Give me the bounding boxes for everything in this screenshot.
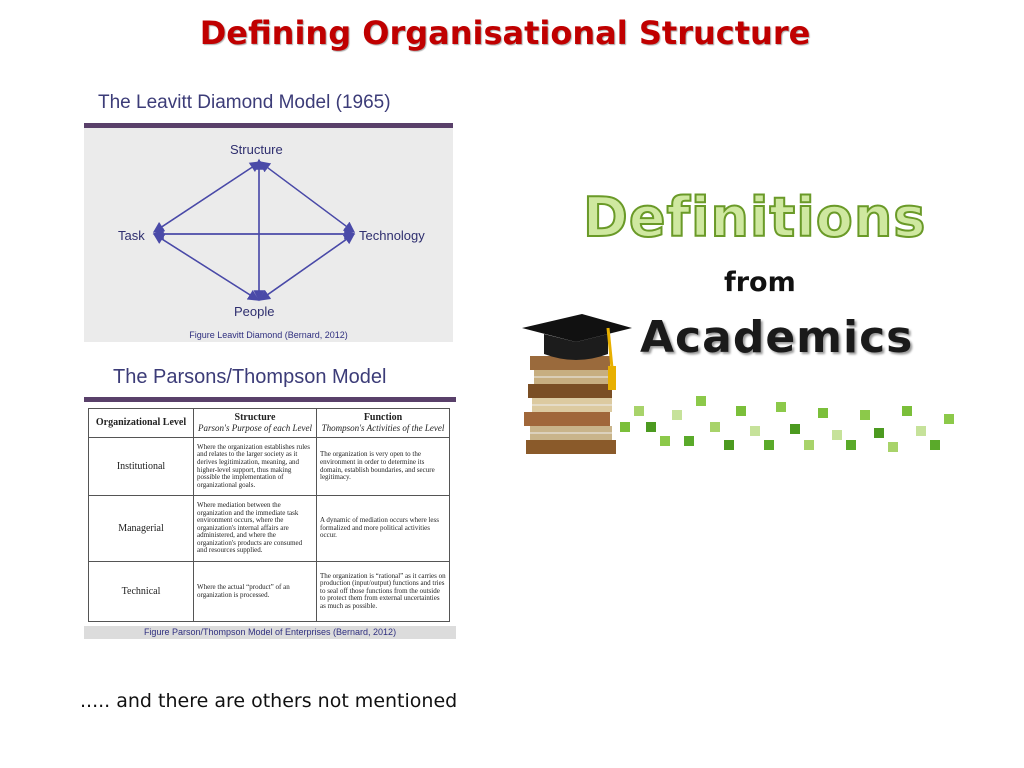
arrow-people-technology [259,233,356,301]
row-function: The organization is very open to the env… [316,437,450,496]
parsons-caption: Figure Parson/Thompson Model of Enterpri… [84,626,456,639]
arrow-technology-structure [258,161,355,233]
table-row: Managerial Where mediation between the o… [88,495,450,562]
row-level: Technical [88,561,194,622]
row-structure: Where mediation between the organization… [193,495,317,562]
book-stack-icon [524,356,616,454]
slide-title: Defining Organisational Structure [199,14,811,52]
table-row: Institutional Where the organization est… [88,437,450,496]
row-structure: Where the actual “product” of an organiz… [193,561,317,622]
footnote-text: ..... and there are others not mentioned [80,690,458,712]
header-structure-sub: Parson's Purpose of each Level [198,423,312,433]
node-structure: Structure [230,142,283,157]
parsons-title: The Parsons/Thompson Model [113,366,387,388]
node-task: Task [118,228,145,243]
parsons-table: Organizational Level Structure Parson's … [88,408,450,622]
green-mosaic-pattern [620,396,954,452]
row-level: Institutional [88,437,194,496]
node-people: People [234,304,275,319]
leavitt-diagram: Structure Task Technology People [84,128,453,342]
header-structure-label: Structure [234,412,276,423]
leavitt-caption: Figure Leavitt Diamond (Bernard, 2012) [189,330,348,340]
table-row: Technical Where the actual “product” of … [88,561,450,622]
header-structure: Structure Parson's Purpose of each Level [193,408,317,438]
row-level: Managerial [88,495,194,562]
graduation-cap-icon [522,314,632,390]
header-level: Organizational Level [88,408,194,438]
diamond-arrows [152,158,356,302]
academics-illustration [522,314,954,454]
table-header-row: Organizational Level Structure Parson's … [88,408,450,438]
row-function: The organization is “rational” as it car… [316,561,450,622]
row-structure: Where the organization establishes rules… [193,437,317,496]
parsons-divider [84,397,456,402]
node-technology: Technology [359,228,425,243]
arrow-task-structure [153,161,262,233]
academics-wordart: Academics [640,312,914,363]
parsons-thompson-figure: The Parsons/Thompson Model Organizationa… [84,360,456,642]
header-function: Function Thompson's Activities of the Le… [316,408,450,438]
leavitt-diamond-figure: The Leavitt Diamond Model (1965) [84,86,454,342]
arrow-people-task [152,233,259,301]
from-label: from [724,267,796,298]
definitions-wordart: Definitions [582,185,927,250]
leavitt-divider [84,123,453,128]
header-function-sub: Thompson's Activities of the Level [321,423,445,433]
leavitt-title: The Leavitt Diamond Model (1965) [98,92,391,113]
header-function-label: Function [363,412,403,423]
row-function: A dynamic of mediation occurs where less… [316,495,450,562]
